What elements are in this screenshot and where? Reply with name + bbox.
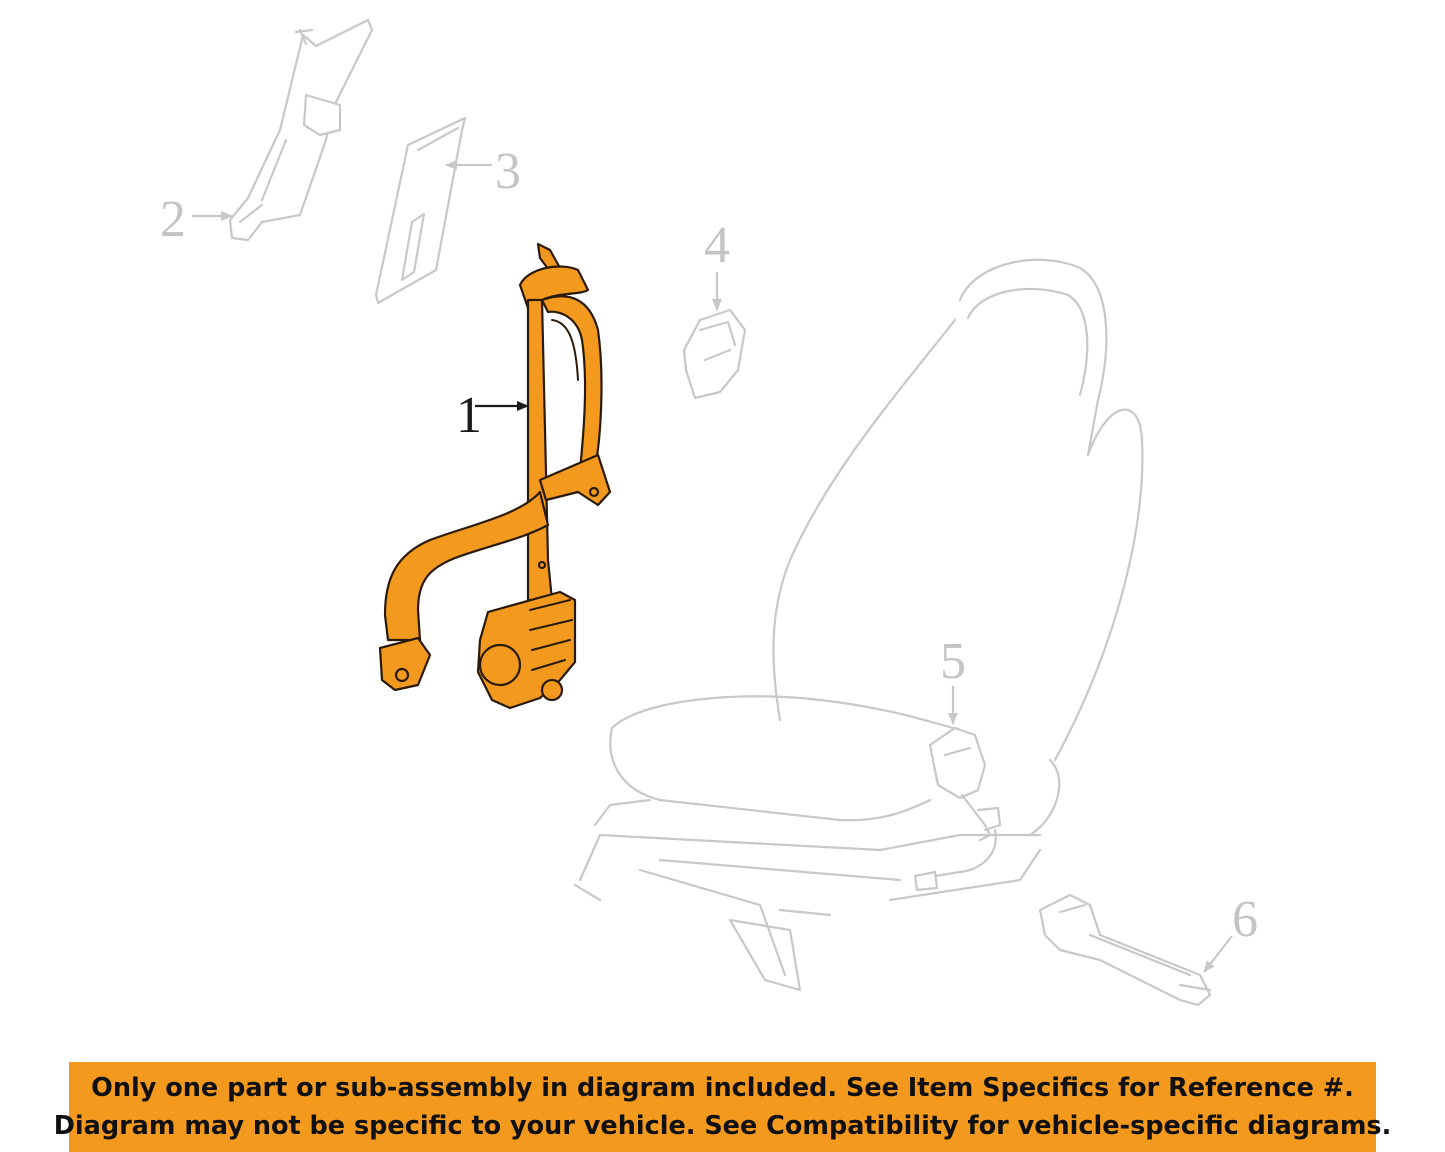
callout-6-number: 6 bbox=[1232, 891, 1258, 948]
part-5-buckle-drawing bbox=[913, 726, 1002, 892]
disclaimer-line-1: Only one part or sub-assembly in diagram… bbox=[91, 1073, 1354, 1103]
callout-2-number: 2 bbox=[160, 191, 186, 248]
part-4-cover-cap-drawing bbox=[682, 308, 747, 400]
part-2-belt-guide-drawing bbox=[228, 18, 374, 242]
part-6-buckle-drawing bbox=[1038, 893, 1212, 1007]
callout-5-number: 5 bbox=[940, 633, 966, 690]
disclaimer-line-2: Diagram may not be specific to your vehi… bbox=[53, 1111, 1392, 1141]
part-1-seat-belt-assembly-drawing bbox=[378, 242, 612, 710]
callout-3-number: 3 bbox=[495, 143, 521, 200]
disclaimer-banner: Only one part or sub-assembly in diagram… bbox=[54, 1062, 1391, 1152]
part-3-pillar-trim-drawing bbox=[374, 116, 467, 305]
callout-6-leader bbox=[1203, 935, 1233, 973]
callout-1-number: 1 bbox=[456, 387, 482, 444]
seat-drawing bbox=[573, 258, 1144, 992]
callout-4-number: 4 bbox=[704, 217, 730, 274]
